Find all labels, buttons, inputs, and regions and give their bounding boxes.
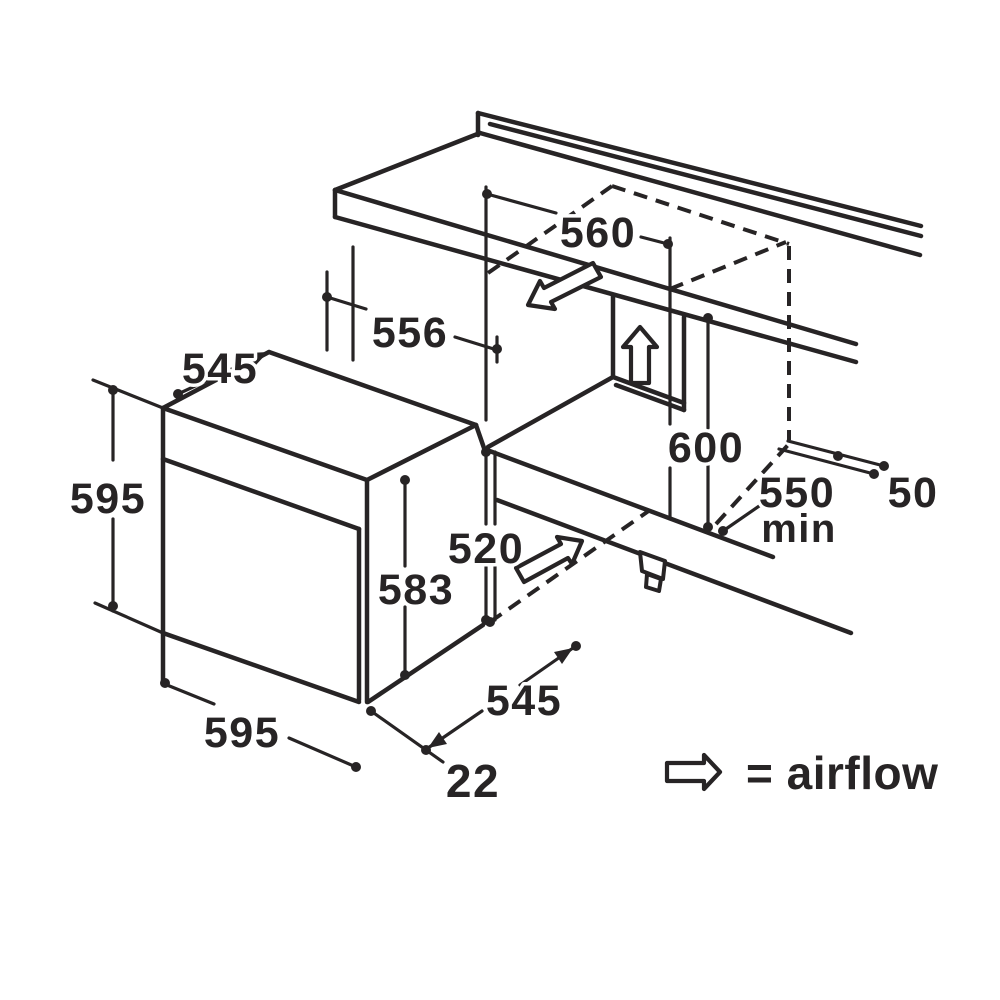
dimension-labels: 560 556 545 595 583 520 600 550 min 50 5… [66,206,940,811]
airflow-arrow-bottom [513,534,585,585]
dimension-lines [91,185,886,769]
dimension-label-595-left: 595 [70,475,146,523]
dimension-label-600: 600 [668,424,744,472]
dimension-label-22: 22 [446,755,500,807]
dimension-label-595-bottom: 595 [204,709,280,757]
legend-text: = airflow [746,747,938,799]
dimension-label-560: 560 [560,209,636,257]
dimension-label-545-bottom: 545 [486,677,562,725]
dimension-label-50: 50 [888,469,939,517]
dimension-label-583: 583 [378,566,454,614]
dimension-arrowheads [249,352,573,748]
oven-lines [160,349,487,705]
airflow-arrow-middle [620,324,660,386]
airflow-arrow-top [525,260,604,312]
dimension-label-556: 556 [372,309,448,357]
legend-airflow-icon [664,752,723,792]
legend: = airflow [664,744,941,803]
hidden-dashed-lines [486,184,791,624]
dimension-label-545-top: 545 [182,345,258,393]
dimension-label-550: 550 [759,469,835,517]
dimension-label-550-min: min [761,507,837,551]
cabinet-lines [484,293,854,636]
dimension-dots [108,189,889,772]
dimension-label-520: 520 [448,525,524,573]
